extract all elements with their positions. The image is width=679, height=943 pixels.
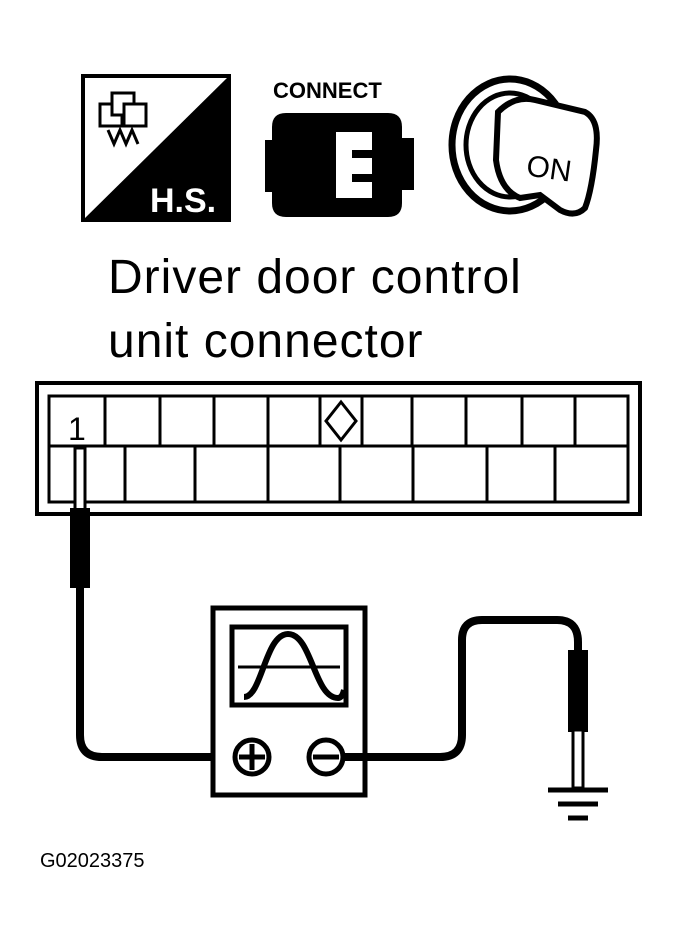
positive-terminal-icon — [232, 737, 272, 777]
ignition-on-icon: ON — [448, 75, 600, 217]
harness-connector-icon: H.S. — [81, 74, 231, 222]
ground-icon — [548, 787, 608, 821]
waveform — [243, 630, 347, 702]
title-line-2: unit connector — [108, 315, 424, 368]
ignition-label: ON — [524, 150, 573, 189]
ground-probe — [343, 616, 588, 790]
connector-face: 1 — [35, 381, 642, 516]
title-line-1: Driver door control — [108, 251, 522, 304]
harness-connector-glyph — [98, 91, 148, 148]
positive-probe — [70, 446, 230, 761]
oscilloscope — [210, 605, 368, 798]
connect-icon: CONNECT — [265, 78, 414, 217]
connect-label: CONNECT — [273, 78, 382, 103]
harness-label: H.S. — [150, 182, 216, 220]
reference-code: G02023375 — [40, 850, 145, 872]
connector-lower-row — [123, 446, 557, 502]
negative-terminal-icon — [306, 737, 346, 777]
pin-1-label: 1 — [68, 411, 86, 447]
